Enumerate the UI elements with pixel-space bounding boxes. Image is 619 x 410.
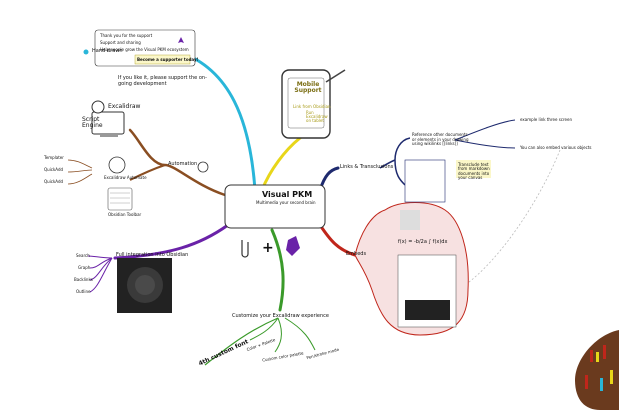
branch-brown <box>128 128 227 197</box>
top-card-item-1: Thank you for the support <box>100 33 153 38</box>
books-photo <box>575 330 619 410</box>
paperclip-icon <box>241 238 249 256</box>
links-sticky: Transclude text from markdown documents … <box>458 162 490 181</box>
automation-item-2: QuickAdd <box>44 167 64 172</box>
plus-icon <box>260 240 272 252</box>
branch-brown-2 <box>129 164 166 181</box>
automation-sub2: Obsidian Toolbar <box>108 212 142 217</box>
obsidian-item-4: Outline <box>76 289 91 294</box>
hand-pointer-icon <box>199 162 207 170</box>
automation-item-3: QuickAdd <box>44 179 64 184</box>
embeds-label: Embeds <box>346 251 367 257</box>
custom-label: Customize your Excalidraw experience <box>232 313 329 319</box>
embeds-formula: f(x) = -b/2a ∫ f(x)dx <box>398 239 448 245</box>
mobile-sub1: Link from Obsidian <box>293 104 331 109</box>
mobile-title: Mobile Support <box>294 81 322 94</box>
branch-green <box>270 228 285 312</box>
top-left-note: Hand-drawn <box>92 48 123 54</box>
branch-purple <box>113 223 230 260</box>
automation-item-1: Templater <box>44 155 64 160</box>
obsidian-item-2: Graph <box>78 265 91 270</box>
links-label: Links & Transclusions <box>340 164 394 170</box>
branch-cyan <box>178 50 257 192</box>
script-engine-label: Script Engine <box>82 116 103 129</box>
branch-red <box>318 223 357 257</box>
obsidian-item-3: Backlinks <box>74 277 93 282</box>
obsidian-item-1: Search <box>76 253 90 258</box>
links-item1: example link three screen <box>520 117 572 122</box>
automation-label: Automation <box>168 161 198 167</box>
center-title: Visual PKM <box>262 190 313 199</box>
crystal-icon <box>285 235 301 257</box>
automation-sub1: Excalidraw Automate <box>104 175 147 180</box>
top-card-item-2: Support and sharing <box>100 40 141 45</box>
center-node <box>224 184 326 229</box>
supporter-cta[interactable]: Become a supporter today! <box>137 57 199 62</box>
rocket-icon <box>177 30 185 43</box>
support-text: If you like it, please support the on-go… <box>118 75 207 87</box>
links-note1: Reference other documents or elements in… <box>412 132 469 147</box>
links-item2: You can also embed various objects <box>520 145 592 150</box>
branch-yellow <box>260 136 302 192</box>
top-card-item-3: Help people grow the Visual PKM ecosyste… <box>100 47 189 52</box>
center-subtitle: Multimedia your second brain <box>256 200 316 205</box>
script-engine-title: Excalidraw <box>108 103 141 110</box>
mobile-sub2: Run Excalidraw on tablet <box>306 110 328 123</box>
svg-text:+: + <box>262 240 274 256</box>
obsidian-label: Full integration into Obsidian <box>116 252 189 258</box>
